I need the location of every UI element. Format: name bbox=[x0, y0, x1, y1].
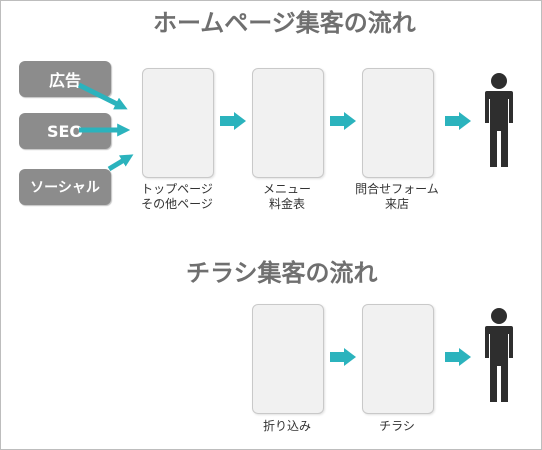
person-icon bbox=[485, 308, 513, 402]
source-social: ソーシャル bbox=[19, 169, 111, 205]
label-flyer: チラシ bbox=[337, 419, 457, 434]
label-contact-line1: 問合せフォーム bbox=[355, 182, 439, 196]
label-menu-line2: 料金表 bbox=[268, 197, 305, 211]
label-insert: 折り込み bbox=[227, 419, 347, 434]
person-icon bbox=[485, 73, 513, 167]
arrow-step-3 bbox=[445, 112, 471, 130]
card-flyer bbox=[362, 304, 434, 414]
arrow-step-2 bbox=[330, 112, 356, 130]
label-menu: メニュー 料金表 bbox=[227, 182, 347, 212]
website-flow-title: ホームページ集客の流れ bbox=[153, 9, 416, 37]
flyer-flow-title: チラシ集客の流れ bbox=[186, 259, 378, 287]
card-contact-form bbox=[362, 68, 434, 178]
card-menu bbox=[252, 68, 324, 178]
arrow-social-to-top bbox=[107, 154, 134, 172]
card-top-page bbox=[142, 68, 214, 178]
card-insert bbox=[252, 304, 324, 414]
arrow-step-1 bbox=[220, 112, 246, 130]
label-flyer-line1: チラシ bbox=[379, 419, 415, 433]
label-top-page-line1: トップページ bbox=[141, 182, 213, 196]
arrow-flyer-step-1 bbox=[330, 348, 356, 366]
label-menu-line1: メニュー bbox=[262, 182, 311, 196]
label-top-page: トップページ その他ページ bbox=[117, 182, 237, 212]
label-contact-line2: 来店 bbox=[384, 197, 409, 211]
label-contact: 問合せフォーム 来店 bbox=[337, 182, 457, 212]
arrow-ad-to-top bbox=[77, 82, 128, 110]
label-insert-line1: 折り込み bbox=[262, 419, 311, 433]
label-top-page-line2: その他ページ bbox=[141, 197, 213, 211]
arrow-flyer-step-2 bbox=[445, 348, 471, 366]
